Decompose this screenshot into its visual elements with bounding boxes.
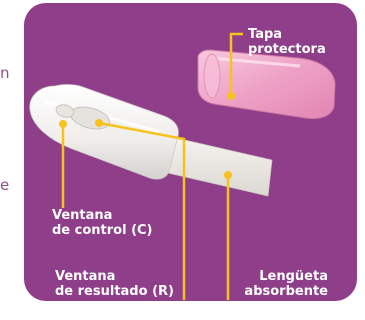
leader-result xyxy=(98,121,186,300)
leader-dots xyxy=(59,92,235,179)
label-absorbent-tip: Lengüeta absorbente xyxy=(232,269,328,299)
edge-text-fragment-1: n xyxy=(0,64,10,82)
dot-absorbent xyxy=(224,171,232,179)
control-window xyxy=(55,104,75,118)
label-control-line-2: de control (C) xyxy=(52,223,153,238)
dot-control xyxy=(59,120,67,128)
leader-cap xyxy=(229,32,243,96)
label-cap-line-2: protectora xyxy=(248,42,326,57)
label-result-window: Ventana de resultado (R) xyxy=(55,269,174,299)
label-cap: Tapa protectora xyxy=(248,27,326,57)
label-result-line-1: Ventana xyxy=(55,269,116,284)
cap-highlight xyxy=(209,56,301,68)
label-cap-line-1: Tapa xyxy=(248,27,283,42)
cap-opening xyxy=(203,53,221,99)
label-absorbent-line-2: absorbente xyxy=(244,284,328,299)
dot-cap xyxy=(227,92,235,100)
dot-result xyxy=(95,119,103,127)
edge-text-fragment-2: e xyxy=(0,176,10,194)
leader-lines xyxy=(61,32,243,300)
label-control-line-1: Ventana xyxy=(52,208,113,223)
label-result-line-2: de resultado (R) xyxy=(55,284,174,299)
label-control-window: Ventana de control (C) xyxy=(52,208,153,238)
label-absorbent-line-1: Lengüeta xyxy=(259,269,328,284)
